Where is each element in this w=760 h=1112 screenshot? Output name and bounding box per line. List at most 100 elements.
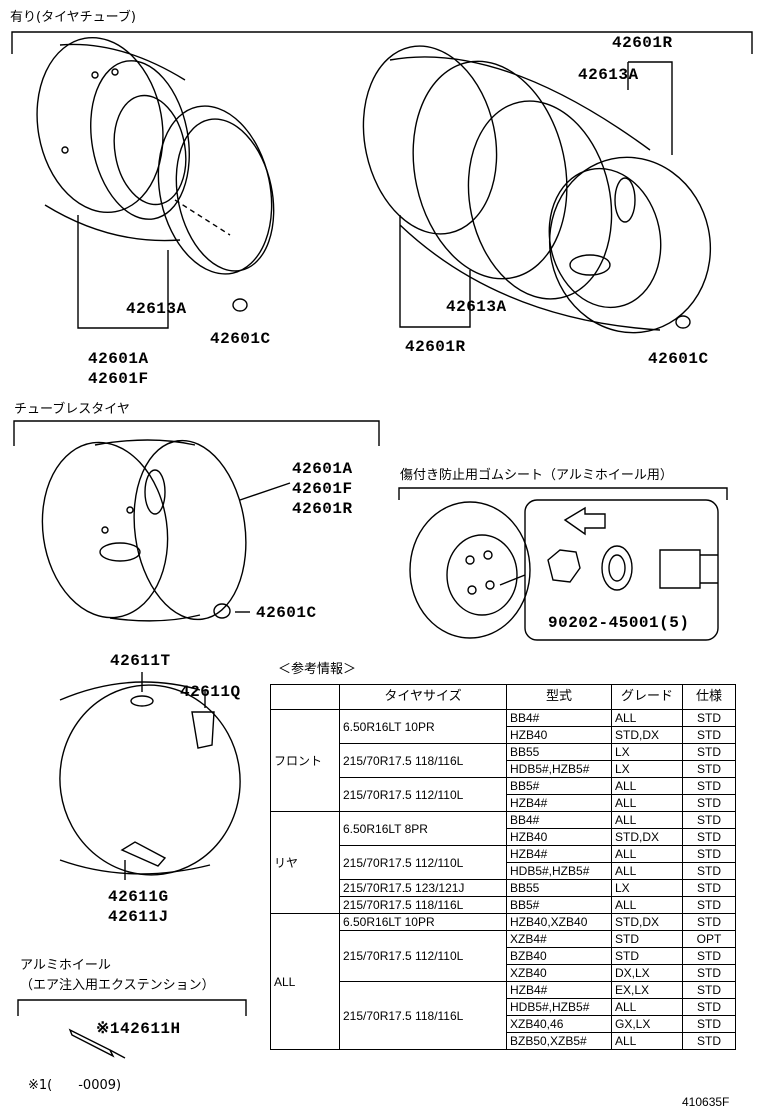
header-position	[270, 684, 340, 710]
part-42613A-left[interactable]: 42613A	[126, 300, 187, 318]
header-grade: グレード	[611, 684, 683, 710]
rubber-sheet-callout-box	[524, 499, 719, 641]
header-model: 型式	[506, 684, 612, 710]
model-cell: HZB4#	[506, 794, 612, 812]
model-cell: XZB40	[506, 964, 612, 982]
position-cell: リヤ	[270, 811, 340, 914]
tubeless-section-bracket	[13, 420, 380, 446]
position-cell: ALL	[270, 913, 340, 1050]
aluminum-wheel-hub	[409, 501, 531, 639]
rubber-sheet-section-title: 傷付き防止用ゴムシート（アルミホイール用）	[400, 468, 673, 483]
spec-cell: STD	[682, 828, 736, 846]
model-cell: HZB40	[506, 828, 612, 846]
valve-tubeless	[213, 603, 231, 619]
air-extension	[68, 1028, 115, 1058]
tube-section-title: 有り(タイヤチューブ)	[10, 10, 136, 25]
grade-cell: LX	[611, 879, 683, 897]
grade-cell: ALL	[611, 709, 683, 727]
model-cell: HZB4#	[506, 845, 612, 863]
rubber-sheet-washer	[601, 545, 633, 591]
model-cell: BB55	[506, 743, 612, 761]
reference-info-title: ＜参考情報＞	[278, 662, 357, 677]
tire-size-cell: 215/70R17.5 118/116L	[339, 981, 507, 1050]
rubber-sheet-section-bracket	[398, 487, 728, 500]
spec-cell: STD	[682, 709, 736, 727]
hub-nut	[547, 549, 581, 583]
part-42613A-right[interactable]: 42613A	[446, 298, 507, 316]
part-42601F-left[interactable]: 42601F	[88, 370, 149, 388]
spec-cell: STD	[682, 862, 736, 880]
tire-size-cell: 215/70R17.5 123/121J	[339, 879, 507, 897]
part-42601R-top[interactable]: 42601R	[612, 34, 673, 52]
spec-cell: STD	[682, 811, 736, 829]
footnote: ※1( -0009)	[28, 1078, 122, 1093]
tire-size-cell: 215/70R17.5 112/110L	[339, 777, 507, 812]
model-cell: BB55	[506, 879, 612, 897]
part-42601A-left[interactable]: 42601A	[88, 350, 149, 368]
tubeless-wheel	[41, 439, 247, 622]
spec-cell: STD	[682, 743, 736, 761]
part-42601R-bottom[interactable]: 42601R	[405, 338, 466, 356]
spec-cell: STD	[682, 981, 736, 999]
spec-cell: OPT	[682, 930, 736, 948]
spec-cell: STD	[682, 760, 736, 778]
model-cell: BB4#	[506, 811, 612, 829]
part-42601C-tubeless[interactable]: 42601C	[256, 604, 317, 622]
grade-cell: ALL	[611, 1032, 683, 1050]
wheel-stud	[659, 549, 701, 589]
part-42601A-tubeless[interactable]: 42601A	[292, 460, 353, 478]
part-42601C-left[interactable]: 42601C	[210, 330, 271, 348]
table-header-row: タイヤサイズ 型式 グレード 仕様	[270, 684, 736, 710]
model-cell: XZB40,46	[506, 1015, 612, 1033]
valve-wheel	[59, 681, 241, 876]
spec-cell: STD	[682, 845, 736, 863]
part-42601C-right[interactable]: 42601C	[648, 350, 709, 368]
tube-section-bracket	[11, 31, 753, 54]
valve-cap-left	[232, 298, 248, 312]
part-42601F-tubeless[interactable]: 42601F	[292, 480, 353, 498]
figure-code: 410635F	[682, 1095, 730, 1109]
part-90202-45001[interactable]: 90202-45001(5)	[548, 614, 690, 632]
grade-cell: DX,LX	[611, 964, 683, 982]
part-42613A-top[interactable]: 42613A	[578, 66, 639, 84]
model-cell: HDB5#,HZB5#	[506, 862, 612, 880]
model-cell: HDB5#,HZB5#	[506, 998, 612, 1016]
grade-cell: LX	[611, 760, 683, 778]
model-cell: BB4#	[506, 709, 612, 727]
spec-cell: STD	[682, 794, 736, 812]
valve-clip	[191, 711, 215, 749]
spec-cell: STD	[682, 896, 736, 914]
spec-cell: STD	[682, 998, 736, 1016]
tire-size-cell: 6.50R16LT 8PR	[339, 811, 507, 846]
part-42611G[interactable]: 42611G	[108, 888, 169, 906]
tube-wheel-right	[362, 45, 712, 334]
grade-cell: ALL	[611, 811, 683, 829]
air-extension-title: （エア注入用エクステンション）	[20, 978, 215, 993]
model-cell: BZB40	[506, 947, 612, 965]
model-cell: HZB4#	[506, 981, 612, 999]
part-42611J[interactable]: 42611J	[108, 908, 169, 926]
part-42611H[interactable]: ※142611H	[96, 1020, 181, 1038]
part-42601R-tubeless[interactable]: 42601R	[292, 500, 353, 518]
part-42611T[interactable]: 42611T	[110, 652, 171, 670]
model-cell: HZB40,XZB40	[506, 913, 612, 931]
spec-cell: STD	[682, 964, 736, 982]
tire-size-cell: 215/70R17.5 118/116L	[339, 743, 507, 778]
header-tire-size: タイヤサイズ	[339, 684, 507, 710]
grade-cell: ALL	[611, 777, 683, 795]
spec-cell: STD	[682, 1015, 736, 1033]
model-cell: HZB40	[506, 726, 612, 744]
part-42611Q[interactable]: 42611Q	[180, 683, 241, 701]
tubeless-section-title: チューブレスタイヤ	[14, 402, 130, 417]
